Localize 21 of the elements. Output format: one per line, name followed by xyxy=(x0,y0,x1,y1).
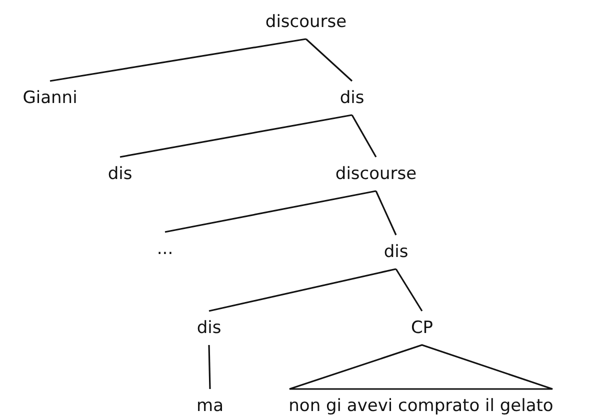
tree-triangle xyxy=(288,344,554,390)
tree-node-label: ... xyxy=(156,239,174,259)
tree-node-label: discourse xyxy=(265,12,347,32)
tree-branch xyxy=(305,38,353,82)
tree-branch xyxy=(208,344,211,390)
tree-node-label: Gianni xyxy=(22,88,78,108)
tree-node-label: dis xyxy=(340,88,364,108)
tree-branch xyxy=(120,114,352,158)
tree-branch xyxy=(375,190,397,236)
tree-node-label: discourse xyxy=(335,164,417,184)
tree-node-label: ma xyxy=(196,396,224,416)
tree-branch xyxy=(208,268,396,312)
tree-node-label: dis xyxy=(196,318,222,338)
tree-branch xyxy=(50,38,306,82)
tree-node-label: dis xyxy=(108,164,132,184)
tree-node-label: CP xyxy=(410,318,434,338)
tree-node-label: non gi avevi comprato il gelato xyxy=(288,396,554,416)
tree-branch xyxy=(351,114,377,158)
tree-node-label: dis xyxy=(384,242,408,262)
tree-branch xyxy=(395,268,423,312)
tree-branch xyxy=(164,190,376,233)
